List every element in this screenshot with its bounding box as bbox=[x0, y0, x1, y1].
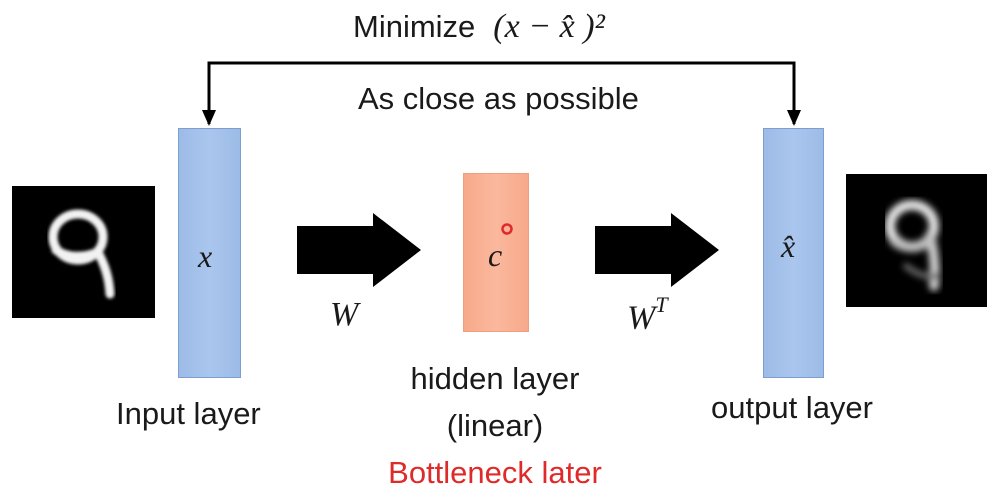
decoder-weight-transpose: T bbox=[655, 292, 668, 317]
objective-expression: (x − x̂ )² bbox=[493, 8, 605, 45]
hidden-symbol: c bbox=[488, 237, 503, 273]
code-marker-icon bbox=[501, 223, 513, 235]
digit-nine-reconstructed-icon bbox=[885, 200, 941, 291]
hidden-layer-sublabel: (linear) bbox=[446, 408, 544, 443]
feedback-label: As close as possible bbox=[358, 81, 639, 116]
input-digit-image bbox=[12, 186, 155, 318]
input-layer-bar bbox=[178, 128, 241, 378]
feedback-arrowhead-left bbox=[202, 110, 216, 126]
hidden-layer-box bbox=[463, 173, 529, 332]
output-symbol: x̂ bbox=[781, 228, 796, 264]
objective-title: Minimize (x − x̂ )² bbox=[353, 10, 605, 44]
input-layer-label: Input layer bbox=[116, 396, 261, 431]
output-layer-bar bbox=[763, 128, 824, 378]
decoder-weight-base: W bbox=[627, 299, 656, 337]
output-digit-image bbox=[846, 174, 987, 307]
encoder-arrow-icon bbox=[297, 213, 421, 287]
hidden-layer-label: hidden layer bbox=[410, 361, 580, 396]
feedback-arrowhead-right bbox=[787, 110, 801, 126]
output-layer-label: output layer bbox=[711, 390, 873, 425]
objective-prefix: Minimize bbox=[353, 9, 476, 44]
encoder-weight: W bbox=[330, 296, 359, 333]
bottleneck-note: Bottleneck later bbox=[388, 455, 602, 490]
input-symbol: x bbox=[198, 238, 213, 274]
digit-nine-icon bbox=[48, 209, 115, 299]
feedback-loop-line bbox=[207, 61, 796, 124]
decoder-arrow-icon bbox=[595, 213, 719, 287]
decoder-weight: WT bbox=[627, 292, 668, 337]
